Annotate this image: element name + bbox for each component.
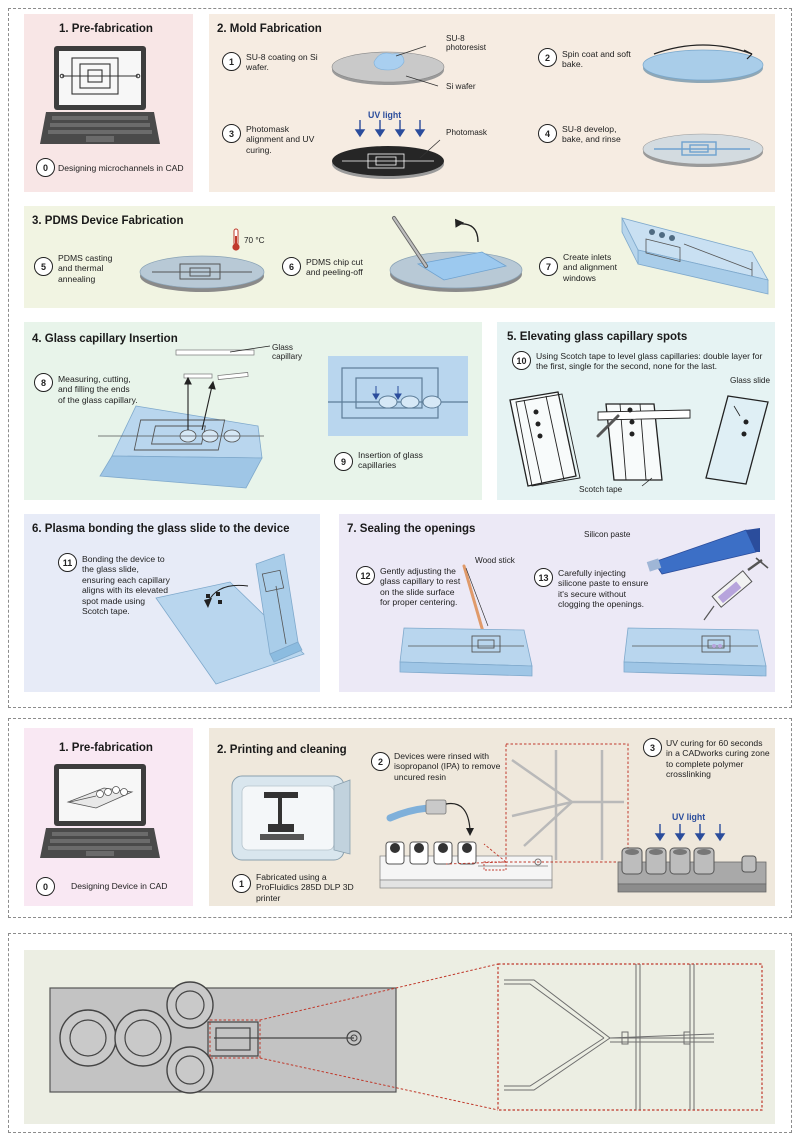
step-description: UV curing for 60 seconds in a CADworks c… — [666, 738, 770, 780]
panel-title: 2. Printing and cleaning — [217, 744, 347, 756]
step-badge: 9 — [334, 452, 353, 471]
panel-title: 6. Plasma bonding the glass slide to the… — [32, 523, 290, 535]
step-description: PDMS chip cut and peeling-off — [306, 257, 376, 278]
step-description: Spin coat and soft bake. — [562, 49, 632, 70]
step-badge: 8 — [34, 373, 53, 392]
uv-light-label: UV light — [672, 812, 705, 822]
pdms-chip-illustration — [602, 210, 770, 300]
step-badge: 0 — [36, 877, 55, 896]
zoom-detail-printed — [484, 742, 634, 864]
uv-curing-device-illustration — [616, 844, 770, 894]
label-si-wafer: Si wafer — [446, 82, 476, 91]
uv-arrow-icon — [350, 118, 430, 138]
step-badge: 3 — [222, 124, 241, 143]
step-description: Using Scotch tape to level glass capilla… — [536, 351, 768, 372]
step-description: PDMS casting and thermal annealing — [58, 253, 128, 284]
step-description: Carefully injecting silicone paste to en… — [558, 568, 650, 610]
developed-wafer-illustration — [640, 124, 766, 172]
laptop-icon — [40, 44, 160, 154]
label-photomask: Photomask — [446, 128, 487, 137]
step-badge: 2 — [538, 48, 557, 67]
step-description: SU-8 coating on Si wafer. — [246, 52, 326, 73]
scotch-tape-illustration — [502, 386, 772, 494]
step-badge: 1 — [222, 52, 241, 71]
device-schematic-illustration — [24, 950, 775, 1124]
step-description: Gently adjusting the glass capillary to … — [380, 566, 462, 608]
step-badge: 0 — [36, 158, 55, 177]
step-description: Insertion of glass capillaries — [358, 450, 428, 471]
photomask-illustration — [330, 136, 450, 184]
step-badge: 5 — [34, 257, 53, 276]
step-badge: 2 — [371, 752, 390, 771]
step-description: Designing microchannels in CAD — [58, 163, 188, 173]
step-badge: 12 — [356, 566, 375, 585]
step-badge: 10 — [512, 351, 531, 370]
spin-coat-illustration — [640, 38, 766, 88]
si-wafer-illustration — [330, 40, 450, 90]
pdms-peeling-illustration — [382, 212, 532, 298]
panel-title: 1. Pre-fabrication — [59, 742, 153, 754]
label-temperature: 70 °C — [244, 236, 265, 245]
printer-icon — [230, 774, 354, 866]
label-glass-slide: Glass slide — [730, 376, 770, 385]
pdms-casting-illustration — [138, 246, 266, 296]
step-description: Photomask alignment and UV curing. — [246, 124, 322, 155]
uv-arrow-icon — [650, 822, 730, 842]
step-description: Designing Device in CAD — [71, 881, 181, 891]
step-badge: 6 — [282, 257, 301, 276]
device-sealing-right — [622, 618, 768, 684]
step-description: SU-8 develop, bake, and rinse — [562, 124, 634, 145]
label-scotch-tape: Scotch tape — [579, 485, 622, 494]
step-badge: 13 — [534, 568, 553, 587]
capillary-insertion-illustration — [96, 376, 266, 492]
step-badge: 1 — [232, 874, 251, 893]
panel-title: 1. Pre-fabrication — [59, 23, 153, 35]
device-sealing-left — [398, 618, 534, 684]
step-description: Fabricated using a ProFluidics 285D DLP … — [256, 872, 368, 903]
plasma-bonding-illustration — [148, 550, 314, 686]
step-badge: 11 — [58, 553, 77, 572]
inserted-capillaries-illustration — [328, 356, 468, 436]
step-badge: 7 — [539, 257, 558, 276]
step-badge: 3 — [643, 738, 662, 757]
panel-title: 5. Elevating glass capillary spots — [507, 331, 687, 343]
panel-title: 3. PDMS Device Fabrication — [32, 215, 183, 227]
panel-title: 2. Mold Fabrication — [217, 23, 322, 35]
laptop-icon — [40, 762, 160, 866]
panel-title: 7. Sealing the openings — [347, 523, 475, 535]
label-silicon-paste: Silicon paste — [584, 530, 630, 539]
panel-title: 4. Glass capillary Insertion — [32, 333, 178, 345]
step-badge: 4 — [538, 124, 557, 143]
